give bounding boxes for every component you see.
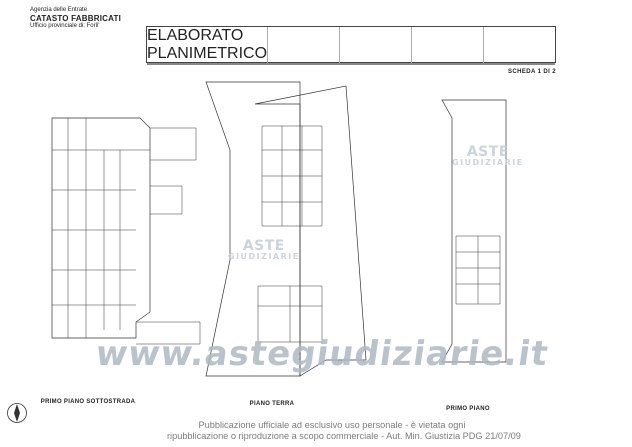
plan-first-basement [51, 117, 201, 345]
plan-label-first-basement: PRIMO PIANO SOTTOSTRADA [40, 399, 136, 405]
watermark-logo-bottom: GIUDIZIARIE [228, 252, 300, 261]
watermark-logo: ASTE GIUDIZIARIE [228, 238, 300, 261]
plan-label-first-floor: PRIMO PIANO [446, 406, 490, 412]
header-cell: ELABORATO PLANIMETRICO [147, 27, 269, 63]
agency-name: Agenzia delle Entrate [30, 7, 88, 13]
header-cell [268, 27, 341, 63]
plan-first-floor [441, 99, 507, 363]
registry-name: CATASTO FABBRICATI [30, 13, 122, 23]
plan-label-ground-floor: PIANO TERRA [249, 401, 295, 407]
header-row: ELABORATO PLANIMETRICO [147, 27, 555, 64]
watermark-url: www.astegiudiziarie.it [93, 334, 552, 374]
watermark-logo-top: ASTE [466, 144, 509, 160]
publication-notice: Pubblicazione ufficiale ad esclusivo uso… [167, 420, 521, 442]
agency-heading: Agenzia delle Entrate CATASTO FABBRICATI… [30, 7, 132, 30]
provincial-office: Ufficio provinciale di: Forli' [30, 23, 100, 30]
header-table: ELABORATO PLANIMETRICO [146, 26, 556, 65]
watermark-logo-top: ASTE [242, 238, 285, 254]
header-row [147, 64, 555, 65]
watermark-logo: ASTE GIUDIZIARIE [452, 144, 524, 167]
header-cell [340, 27, 413, 63]
publication-notice-line1: Pubblicazione ufficiale ad esclusivo uso… [198, 420, 466, 430]
compass-icon [7, 403, 27, 423]
watermark-logo-bottom: GIUDIZIARIE [452, 158, 524, 167]
sheet-number: SCHEDA 1 DI 2 [508, 69, 556, 75]
plan-ground-floor [205, 81, 367, 377]
publication-notice-line2: ripubblicazione o riproduzione a scopo c… [167, 431, 521, 441]
header-cell [412, 27, 485, 63]
